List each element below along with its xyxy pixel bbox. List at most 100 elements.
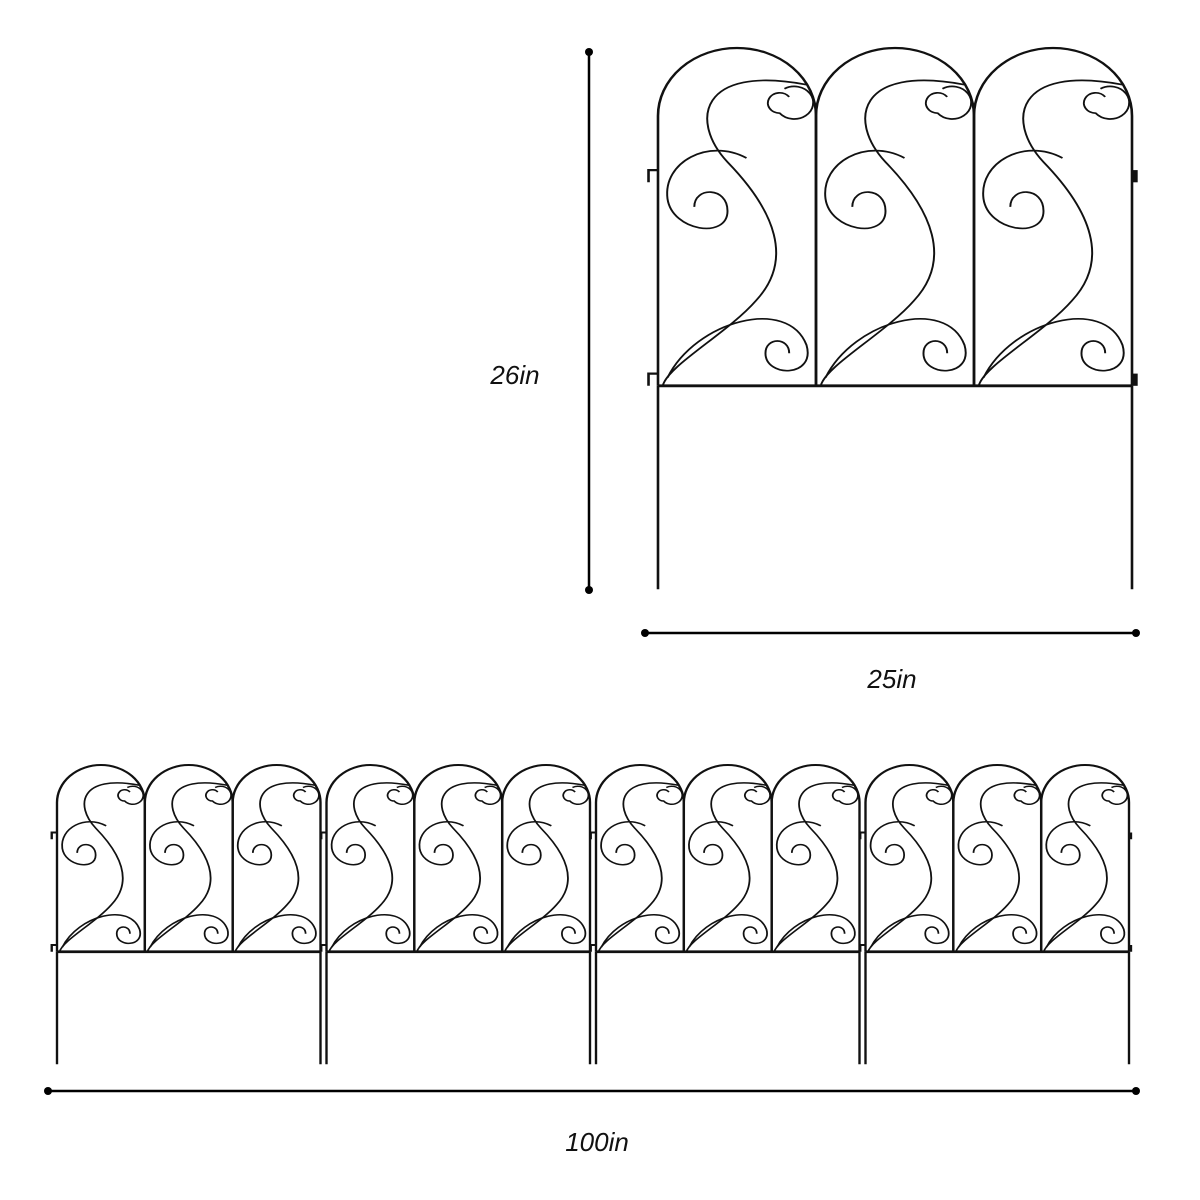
- scroll-curl: [506, 821, 552, 866]
- scroll-bottom-spiral: [688, 913, 768, 948]
- scroll-curve: [234, 782, 316, 953]
- height-dimension-label: 26in: [490, 360, 540, 390]
- scroll-curl: [418, 821, 464, 866]
- panel-in-set: [589, 764, 861, 1065]
- scroll-curl: [237, 821, 283, 866]
- arch-frame: [143, 764, 234, 952]
- scroll-curve: [597, 782, 679, 953]
- scroll-curl: [824, 149, 906, 230]
- arch-frame: [656, 47, 818, 386]
- arch-frame: [972, 47, 1134, 386]
- scroll-bottom-spiral: [330, 913, 411, 948]
- panel-in-set: [320, 764, 592, 1065]
- height-dimension-line-end-dot: [585, 48, 593, 56]
- connector-clip: [1129, 945, 1133, 952]
- scroll-curve: [955, 782, 1037, 953]
- connector-hook: [647, 372, 658, 386]
- scroll-curve: [503, 782, 585, 953]
- total-length-dimension-line-end-dot: [44, 1087, 52, 1095]
- connector-hook: [589, 943, 596, 952]
- connector-hook: [50, 943, 57, 952]
- dimension-lines: [44, 48, 1140, 1095]
- scroll-bottom-spiral: [869, 913, 950, 948]
- scroll-curve: [146, 782, 228, 953]
- scroll-spiral: [562, 785, 590, 805]
- scroll-bottom-spiral: [418, 913, 499, 948]
- arch-frame: [500, 764, 592, 952]
- scroll-bottom-spiral: [237, 913, 317, 948]
- connector-hook: [589, 831, 596, 840]
- scroll-curve: [661, 79, 807, 387]
- scroll-curve: [58, 782, 140, 953]
- width-dimension-line-end-dot: [1132, 629, 1140, 637]
- arch-frame: [231, 764, 322, 952]
- connector-hook: [859, 831, 866, 840]
- scroll-bottom-spiral: [1045, 913, 1126, 948]
- scroll-spiral: [1013, 785, 1041, 805]
- connector-hook: [320, 943, 327, 952]
- scroll-curl: [957, 821, 1003, 866]
- scroll-curve: [867, 782, 949, 953]
- connector-hook: [50, 831, 57, 840]
- connector-clip: [1129, 832, 1133, 840]
- arch-frame: [952, 764, 1043, 952]
- scroll-bottom-spiral: [982, 318, 1125, 378]
- scroll-curl: [600, 821, 646, 866]
- arch-frame: [682, 764, 773, 952]
- scroll-spiral: [386, 785, 414, 805]
- arch-frame: [770, 764, 861, 952]
- arch-frame: [814, 46, 976, 386]
- scroll-bottom-spiral: [61, 913, 141, 948]
- scroll-bottom-spiral: [824, 318, 967, 378]
- total-length-dimension-label: 100in: [565, 1127, 629, 1157]
- scroll-curve: [1042, 782, 1124, 953]
- scroll-curl: [1045, 821, 1091, 866]
- scroll-curl: [666, 149, 748, 230]
- scroll-spiral: [925, 785, 953, 805]
- scroll-bottom-spiral: [666, 318, 809, 378]
- scroll-curl: [149, 821, 195, 866]
- arch-frame: [864, 764, 955, 952]
- arch-frame: [325, 764, 416, 952]
- scroll-curve: [977, 79, 1123, 387]
- scroll-spiral: [656, 785, 684, 805]
- total-length-dimension-line-end-dot: [1132, 1087, 1140, 1095]
- scroll-curl: [688, 821, 734, 866]
- scroll-bottom-spiral: [600, 913, 680, 948]
- single-fence-panel: [647, 46, 1138, 590]
- width-dimension-label: 25in: [867, 664, 917, 694]
- scroll-spiral: [744, 785, 771, 805]
- scroll-curl: [869, 821, 916, 866]
- arch-frame: [1039, 764, 1131, 952]
- scroll-spiral: [831, 785, 859, 805]
- fence-panel-set: [50, 764, 1133, 1065]
- connector-clip: [1132, 373, 1138, 386]
- arch-frame: [594, 764, 686, 952]
- arch-frame: [413, 764, 504, 952]
- scroll-bottom-spiral: [957, 913, 1038, 948]
- scroll-curve: [416, 782, 498, 953]
- panel-in-set: [859, 764, 1133, 1065]
- scroll-spiral: [474, 785, 502, 805]
- scroll-spiral: [924, 85, 973, 120]
- scroll-spiral: [117, 785, 145, 805]
- connector-hook: [647, 168, 658, 183]
- connector-clip: [1132, 170, 1138, 183]
- scroll-bottom-spiral: [776, 913, 856, 948]
- connector-hook: [859, 943, 866, 952]
- scroll-spiral: [205, 785, 232, 805]
- scroll-bottom-spiral: [149, 913, 229, 948]
- scroll-spiral: [292, 785, 320, 805]
- arch-frame: [55, 764, 147, 952]
- scroll-spiral: [766, 85, 815, 120]
- scroll-curl: [776, 821, 822, 866]
- width-dimension-line-end-dot: [641, 629, 649, 637]
- panel-in-set: [50, 764, 322, 1065]
- scroll-curl: [982, 149, 1064, 230]
- scroll-curve: [773, 782, 855, 953]
- scroll-spiral: [1082, 85, 1131, 120]
- scroll-spiral: [1101, 785, 1129, 805]
- scroll-curve: [328, 782, 410, 953]
- scroll-curve: [819, 79, 965, 387]
